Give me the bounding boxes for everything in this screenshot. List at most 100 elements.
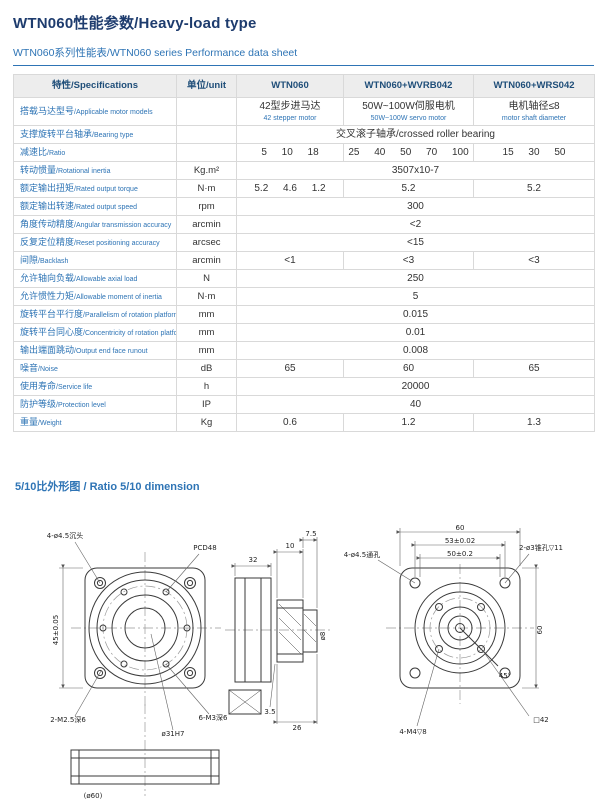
feature-cell: 旋转平台平行度/Parallelism of rotation platform [13,305,177,325]
value-cell: 0.015 [236,305,595,325]
value-cell: 5.2 4.6 1.2 [236,179,344,199]
value-sub: 50W~100W servo motor [370,115,447,123]
feature-cn: 反复定位精度 [20,237,75,248]
value-cell: 交叉滚子轴承/crossed roller bearing [236,125,595,145]
feature-cn: 旋转平台同心度 [20,327,84,338]
feature-en: /Concentricity of rotation platform [83,330,177,338]
feature-en: /Output end face runout [74,348,148,356]
value-cell: 65 [236,359,344,379]
dimension-label: 2-M2.5深6 [50,715,86,724]
value-cell: 1.2 [343,413,474,433]
feature-en: /Allowable moment of inertia [74,294,162,302]
unit-cell: Kg.m² [176,161,237,181]
value-cell: <3 [473,251,595,271]
col-header-wtn060-wrs042: WTN060+WRS042 [473,73,595,99]
dimension-section-title: 5/10比外形图 / Ratio 5/10 dimension [15,481,200,494]
feature-en: /Allowable axial load [74,276,138,284]
col-header-wtn060: WTN060 [236,73,344,99]
feature-en: /Weight [38,420,62,428]
dimension-label: ø8 [319,632,327,641]
value-cell: <3 [343,251,474,271]
dimension-label: 60 [456,524,465,532]
feature-cell: 防护等级/Protection level [13,395,177,415]
blue-divider [13,65,594,66]
feature-en: /Noise [38,366,58,374]
dimension-label: 6-M3深6 [199,713,228,722]
value-cell: 5.2 [473,179,595,199]
feature-en: /Ratio [47,150,66,158]
feature-en: /Bearing type [92,132,134,140]
unit-cell [176,97,237,127]
feature-cn: 额定输出转速 [20,201,75,212]
feature-cn: 允许轴向负载 [20,273,75,284]
value-cell: 0.6 [236,413,344,433]
value-cell: 40 [236,395,595,415]
dimension-label: 4-ø4.5通孔 [344,550,380,559]
unit-cell: IP [176,395,237,415]
col-header-wtn060-wvrb042: WTN060+WVRB042 [343,73,474,99]
value-cell: 50W~100W伺服电机 50W~100W servo motor [343,97,474,127]
spec-table-header: 特性/Specifications 单位/unit WTN060 WTN060+… [13,73,595,99]
unit-cell: N·m [176,287,237,307]
feature-cn: 减速比 [20,147,48,158]
feature-en: /Rated output speed [74,204,138,212]
value-cell: 0.01 [236,323,595,343]
side-view-dimensions [231,537,318,725]
feature-cn: 额定输出扭矩 [20,183,75,194]
unit-cell: arcmin [176,215,237,235]
feature-cell: 输出端面跳动/Output end face runout [13,341,177,361]
feature-en: /Parallelism of rotation platform [83,312,177,320]
feature-cell: 旋转平台同心度/Concentricity of rotation platfo… [13,323,177,343]
unit-cell: mm [176,341,237,361]
dimension-label: 4-ø4.5沉头 [47,531,83,540]
feature-cell: 重量/Weight [13,413,177,433]
dimension-label: PCD48 [193,544,216,552]
table-row: 旋转平台同心度/Concentricity of rotation platfo… [13,323,595,343]
feature-cn: 防护等级 [20,399,57,410]
value-main: 42型步进马达 [259,101,321,113]
value-cell: 25 40 50 70 100 [343,143,474,163]
unit-cell [176,125,237,145]
col-header-specifications: 特性/Specifications [13,73,177,99]
feature-cn: 角度传动精度 [20,219,75,230]
value-cell: 1.3 [473,413,595,433]
unit-cell: h [176,377,237,397]
back-view [386,564,534,705]
dimension-label: □42 [533,716,549,724]
feature-cell: 使用寿命/Service life [13,377,177,397]
value-cell: 20000 [236,377,595,397]
dimension-label: 50±0.2 [447,550,473,558]
feature-cn: 使用寿命 [20,381,57,392]
dimension-label: 45° [499,672,511,680]
table-row: 旋转平台平行度/Parallelism of rotation platform… [13,305,595,325]
feature-en: /Applicable motor models [74,109,153,117]
dimension-label: 53±0.02 [445,537,475,545]
feature-cell: 额定输出转速/Rated output speed [13,197,177,217]
feature-cn: 允许惯性力矩 [20,291,75,302]
front-view [71,552,221,707]
value-cell: 65 [473,359,595,379]
unit-cell: arcsec [176,233,237,253]
unit-cell [176,143,237,163]
feature-cn: 噪音 [20,363,39,374]
feature-cell: 搭载马达型号/Applicable motor models [13,97,177,127]
unit-cell: dB [176,359,237,379]
unit-cell: arcmin [176,251,237,271]
feature-cell: 允许轴向负载/Allowable axial load [13,269,177,289]
dimension-label: (ø60) [84,792,103,800]
feature-en: /Protection level [56,402,106,410]
value-main: 50W~100W伺服电机 [362,101,455,113]
value-cell: 5 10 18 [236,143,344,163]
page-subtitle: WTN060系列性能表/WTN060 series Performance da… [13,47,298,59]
dimension-drawing: 45±0.054-ø4.5沉头PCD482-M2.5深66-M3深6ø31H73… [47,524,563,800]
